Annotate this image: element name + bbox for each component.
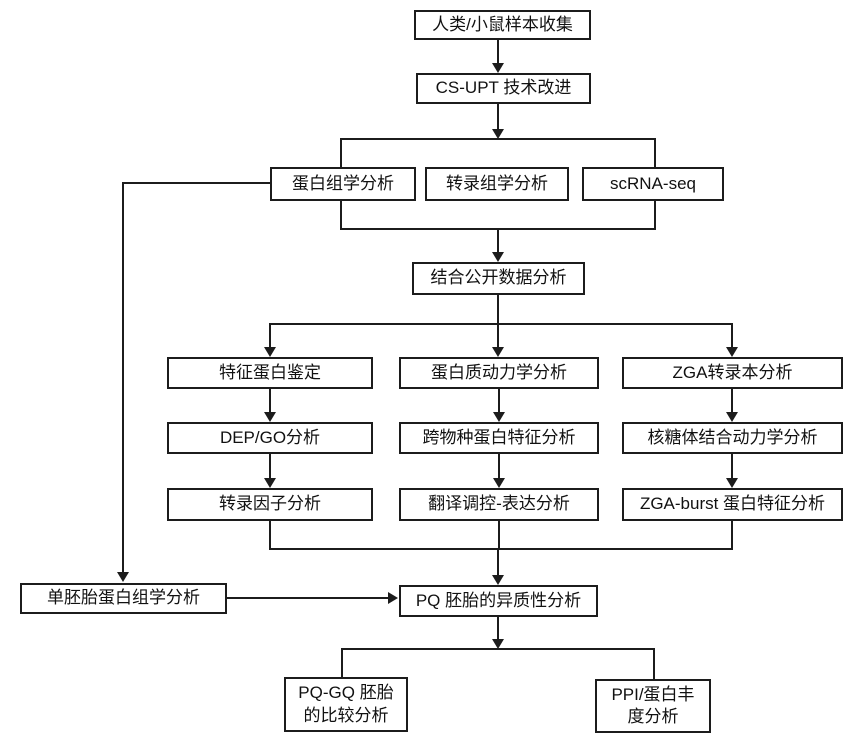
node-single-embryo: 单胚胎蛋白组学分析 — [20, 583, 227, 614]
edge-feature-to-depgo-arrowhead — [264, 412, 276, 422]
node-translation-reg: 翻译调控-表达分析 — [399, 488, 599, 521]
node-pq-heterogeneity: PQ 胚胎的异质性分析 — [399, 585, 598, 617]
edge-depgo-to-tf-arrowhead — [264, 478, 276, 488]
node-ppi-abundance: PPI/蛋白丰 度分析 — [595, 679, 711, 733]
bottom-drop-left-line — [341, 648, 343, 677]
node-dep-go: DEP/GO分析 — [167, 422, 373, 454]
node-transcriptomics: 转录组学分析 — [425, 167, 569, 201]
edge-zga-to-ribosome-line — [731, 388, 733, 413]
edge-ribosome-to-zgaburst-arrowhead — [726, 478, 738, 488]
edge-pq-split-stem — [497, 617, 499, 640]
edge-single-to-pq-line — [227, 597, 389, 599]
node-proteomics: 蛋白组学分析 — [270, 167, 416, 201]
split-drop-col3-arrowhead — [726, 347, 738, 357]
edge-crossspecies-to-translation-arrowhead — [493, 478, 505, 488]
node-ribosome-binding: 核糖体结合动力学分析 — [622, 422, 843, 454]
merge-col2-line — [498, 520, 500, 550]
node-public-data: 结合公开数据分析 — [412, 262, 585, 295]
node-tf-analysis: 转录因子分析 — [167, 488, 373, 521]
split-drop-col2-line — [497, 323, 499, 348]
edge-csupt-to-hub-line — [497, 104, 499, 130]
split-drop-col1-line — [269, 323, 271, 348]
edge-merge-to-pq-line — [497, 550, 499, 576]
edge-hub-to-public-line — [497, 229, 499, 253]
edge-hub-to-public-arrowhead — [492, 252, 504, 262]
split-drop-col3-line — [731, 323, 733, 348]
bottom-drop-right-line — [653, 648, 655, 679]
edge-collect-to-csupt-arrowhead — [492, 63, 504, 73]
split-rail-top — [269, 323, 733, 325]
edge-feature-to-depgo-line — [269, 388, 271, 413]
merge-col1-line — [269, 520, 271, 550]
node-zga-transcript: ZGA转录本分析 — [622, 357, 843, 389]
split-drop-col2-arrowhead — [492, 347, 504, 357]
node-cs-upt: CS-UPT 技术改进 — [416, 73, 591, 104]
split-drop-col1-arrowhead — [264, 347, 276, 357]
node-sample-collection: 人类/小鼠样本收集 — [414, 10, 591, 40]
merge-rail — [269, 548, 733, 550]
edge-proteomics-to-single-arrowhead — [117, 572, 129, 582]
edge-pq-split-arrowhead — [492, 639, 504, 649]
edge-dynamics-to-crossspecies-arrowhead — [493, 412, 505, 422]
edge-collect-to-csupt-line — [497, 40, 499, 64]
node-pq-gq-compare: PQ-GQ 胚胎 的比较分析 — [284, 677, 408, 732]
edge-proteomics-to-single-line — [122, 182, 124, 573]
edge-public-split-stem — [497, 294, 499, 325]
node-feature-protein: 特征蛋白鉴定 — [167, 357, 373, 389]
bottom-split-rail — [341, 648, 655, 650]
node-cross-species: 跨物种蛋白特征分析 — [399, 422, 599, 454]
edge-zga-to-ribosome-arrowhead — [726, 412, 738, 422]
edge-depgo-to-tf-line — [269, 453, 271, 479]
edge-dynamics-to-crossspecies-line — [498, 388, 500, 413]
node-protein-dynamics: 蛋白质动力学分析 — [399, 357, 599, 389]
edge-csupt-to-hub-arrowhead — [492, 129, 504, 139]
node-zga-burst: ZGA-burst 蛋白特征分析 — [622, 488, 843, 521]
merge-col3-line — [731, 520, 733, 550]
edge-merge-to-pq-arrowhead — [492, 575, 504, 585]
edge-ribosome-to-zgaburst-line — [731, 453, 733, 479]
edge-single-to-pq-arrowhead — [388, 592, 398, 604]
edge-proteomics-left-stub — [122, 182, 270, 184]
node-scrna-seq: scRNA-seq — [582, 167, 724, 201]
edge-crossspecies-to-translation-line — [498, 453, 500, 479]
